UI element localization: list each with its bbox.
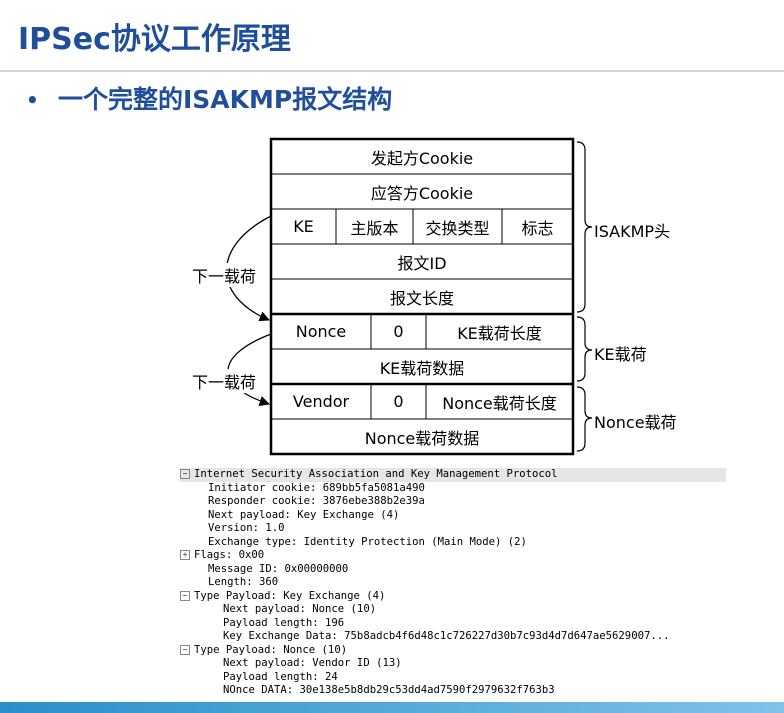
tree-row[interactable]: −Type Payload: Key Exchange (4) [180,590,385,604]
tree-row[interactable]: Responder cookie: 3876ebe388b2e39a [208,495,425,509]
cell-responder-cookie: 应答方Cookie [370,183,474,203]
tree-row[interactable]: Next payload: Key Exchange (4) [208,509,399,523]
brace-nonce-payload [576,386,593,452]
tree-row-text: Payload length: 24 [223,670,338,683]
cell-header-fields-2: 交换类型 [425,218,490,238]
brace-isakmp-header [576,141,593,313]
tree-row-text: Next payload: Key Exchange (4) [208,508,400,521]
tree-row-text: Version: 1.0 [208,522,285,534]
tree-row[interactable]: Message ID: 0x00000000 [208,563,348,577]
expand-icon[interactable]: + [180,550,190,560]
braces [576,141,593,452]
tree-row[interactable]: Payload length: 196 [223,617,344,631]
cell-nonce-payload-header-2: Nonce载荷长度 [442,393,557,413]
tree-row-text: Type Payload: Key Exchange (4) [194,589,386,602]
packet-detail-tree[interactable]: −Internet Security Association and Key M… [178,466,726,702]
tree-row[interactable]: Length: 360 [208,576,278,590]
cell-ke-payload-header-0: Nonce [295,322,347,341]
tree-row[interactable]: Key Exchange Data: 75b8adcb4f6d48c1c7262… [223,630,669,644]
collapse-icon[interactable]: − [180,644,190,655]
cell-initiator-cookie: 发起方Cookie [370,148,474,168]
tree-row-text: Flags: 0x00 [194,549,265,561]
bullet-icon: • [26,88,39,112]
cell-ke-payload-data: KE载荷数据 [379,358,465,378]
tree-row-text: Internet Security Association and Key Ma… [194,468,558,480]
tree-row[interactable]: NOnce DATA: 30e138e5b8db29c53dd4ad7590f2… [223,684,555,698]
tree-row-text: Initiator cookie: 689bb5fa5081a490 [208,481,425,494]
cell-nonce-payload-header-1: 0 [393,392,404,411]
slide-title: IPSec协议工作原理 [18,22,291,57]
tree-row-text: Responder cookie: 3876ebe388b2e39a [208,495,425,507]
brace-label-ke-payload: KE载荷 [594,345,647,364]
footer-bar [0,702,784,713]
cell-message-length: 报文长度 [389,288,454,308]
tree-row-text: Exchange type: Identity Protection (Main… [208,535,527,548]
tree-row-text: Payload length: 196 [223,616,345,629]
tree-row-text: Key Exchange Data: 75b8adcb4f6d48c1c7262… [223,630,670,642]
tree-row-text: Length: 360 [208,576,279,588]
next-payload-label-1: 下一载荷 [192,263,257,287]
tree-row[interactable]: + Flags: 0x00 [180,549,264,563]
tree-row-text: Next payload: Vendor ID (13) [223,657,402,669]
collapse-icon[interactable]: − [180,590,190,601]
brace-label-isakmp-header: ISAKMP头 [594,222,671,241]
cell-header-fields-0: KE [293,217,314,236]
table-grid [269,137,575,456]
tree-row[interactable]: −Type Payload: Nonce (10) [180,644,347,658]
collapse-icon[interactable]: − [180,469,190,479]
bullet-heading: 一个完整的ISAKMP报文结构 [58,85,393,114]
brace-ke-payload [576,316,593,382]
cell-header-fields-1: 主版本 [350,218,399,238]
tree-row-text: NOnce DATA: 30e138e5b8db29c53dd4ad7590f2… [223,684,555,696]
cell-message-id: 报文ID [397,253,447,273]
tree-row[interactable]: Payload length: 24 [223,671,338,685]
tree-row[interactable]: Next payload: Vendor ID (13) [223,657,402,671]
tree-row[interactable]: Next payload: Nonce (10) [223,603,376,617]
next-payload-label-2: 下一载荷 [192,369,257,393]
cell-ke-payload-header-2: KE载荷长度 [457,323,542,343]
cell-nonce-payload-header-0: Vendor [292,392,350,411]
tree-row[interactable]: Version: 1.0 [208,522,285,536]
tree-row-text: Message ID: 0x00000000 [208,562,349,575]
title-divider [0,70,784,72]
cell-ke-payload-header-1: 0 [393,322,404,341]
tree-row-text: Next payload: Nonce (10) [223,603,377,615]
brace-label-nonce-payload: Nonce载荷 [594,413,677,432]
tree-row[interactable]: Initiator cookie: 689bb5fa5081a490 [208,482,425,496]
tree-row[interactable]: −Internet Security Association and Key M… [180,468,726,482]
tree-row-text: Type Payload: Nonce (10) [194,643,348,656]
cell-header-fields-3: 标志 [521,218,554,238]
cell-nonce-payload-data: Nonce载荷数据 [364,428,480,448]
tree-row[interactable]: Exchange type: Identity Protection (Main… [208,536,527,550]
